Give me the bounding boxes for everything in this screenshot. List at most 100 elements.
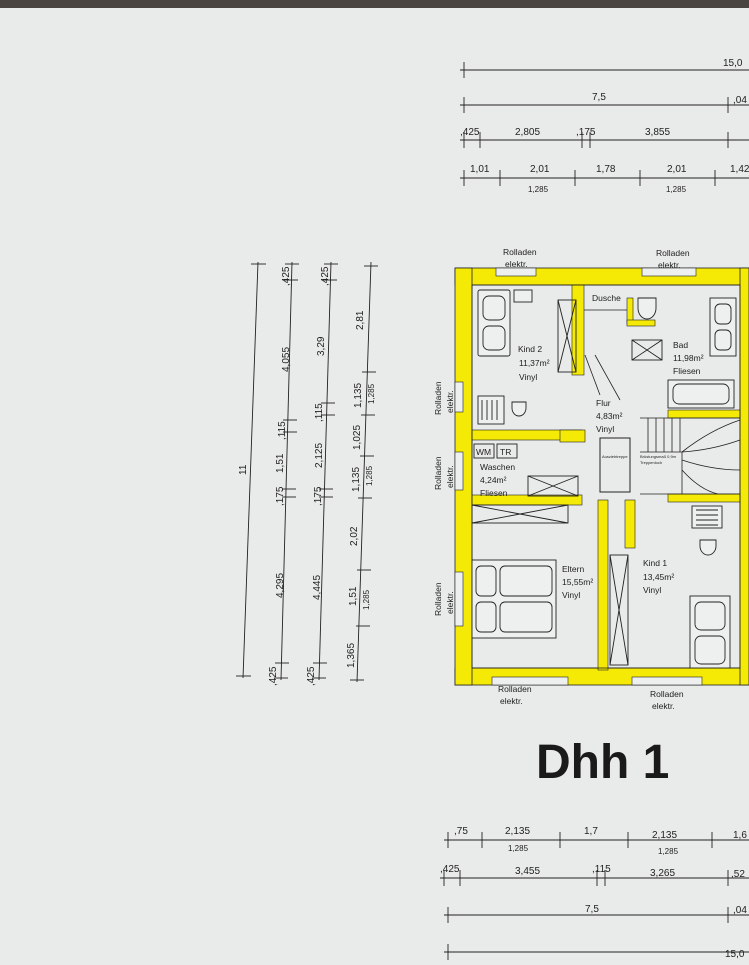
dim-top-r4-2: 2,01 xyxy=(530,164,550,175)
dim-left-c3-5: ,175 xyxy=(313,486,324,506)
dim-left-c2-2: 4,055 xyxy=(281,347,292,372)
stair-note-3: Treppenloch xyxy=(640,460,662,465)
stair-note-2: Brüstungsmaß 0,9m xyxy=(640,454,677,459)
dim-top-r3-1: ,425 xyxy=(460,127,480,138)
dim-top-r3-3: ,175 xyxy=(576,127,596,138)
dim-left-sub-1: 1,285 xyxy=(367,383,376,404)
eltern-furniture xyxy=(471,504,569,639)
dim-left-c4-7: 1,365 xyxy=(346,643,357,668)
left-dimension-chains xyxy=(236,261,378,683)
dim-bot-r2-2: 3,455 xyxy=(515,866,540,877)
room-waschen-name: Waschen xyxy=(480,462,515,472)
dim-left-c3-4: 2,125 xyxy=(314,443,325,468)
dim-left-c4-4: 1,135 xyxy=(351,467,362,492)
shutter-left-1-l1: Rolladen xyxy=(433,381,443,415)
plan-title: Dhh 1 xyxy=(536,736,669,789)
shutter-left-3-l2: elektr. xyxy=(445,591,455,614)
shutter-top-2-l2: elektr. xyxy=(658,260,681,270)
dim-bot-overall: 15,0 xyxy=(725,949,745,960)
dim-bot-r1-5: 1,6 xyxy=(733,830,747,841)
shutter-top-2-l1: Rolladen xyxy=(656,248,690,258)
stair-notes: Ausziehtreppe Brüstungsmaß 0,9m Treppenl… xyxy=(602,454,677,465)
dim-left-c4-2: 1,135 xyxy=(353,383,364,408)
dim-left-c4-6: 1,51 xyxy=(348,586,359,606)
waschen-fixtures xyxy=(473,443,579,497)
dim-left-c3-6: 4,445 xyxy=(312,575,323,600)
dim-left-c3-3: ,115 xyxy=(314,403,325,422)
dim-bot-r1-2: 2,135 xyxy=(505,826,530,837)
label-wm: WM xyxy=(476,447,491,457)
room-kind2-area: 11,37m² xyxy=(519,358,550,368)
dim-top-half: 7,5 xyxy=(592,92,606,103)
bottom-dimension-texts: ,75 2,135 1,7 2,135 1,6 1,285 1,285 ,425… xyxy=(440,826,747,960)
label-tr: TR xyxy=(500,447,511,457)
dim-left-c3-1: ,425 xyxy=(320,266,331,286)
shutter-bot-2-l1: Rolladen xyxy=(650,689,684,699)
dim-left-c2-4: 1,51 xyxy=(275,453,286,473)
dim-bot-sub-2: 1,285 xyxy=(658,847,679,856)
bad-furniture xyxy=(631,297,737,409)
shutter-left-2-l2: elektr. xyxy=(445,465,455,488)
dim-top-r4-3: 1,78 xyxy=(596,164,616,175)
interior-lines xyxy=(471,284,741,669)
top-dimension-texts: 15,0 7,5 ,04 ,425 2,805 ,175 3,855 1,01 … xyxy=(460,58,749,194)
shutter-left-1-l2: elektr. xyxy=(445,390,455,413)
room-bad-name: Bad xyxy=(673,340,688,350)
dim-left-c3-2: 3,29 xyxy=(316,336,327,356)
shutter-bot-1-l2: elektr. xyxy=(500,696,523,706)
room-kind1-name: Kind 1 xyxy=(643,558,667,568)
dim-bot-r1-1: ,75 xyxy=(454,826,468,837)
shutter-left-2-l1: Rolladen xyxy=(433,456,443,490)
dim-left-c3-7: ,425 xyxy=(306,666,317,686)
shutter-labels: Rolladen elektr. Rolladen elektr. Rollad… xyxy=(433,247,690,711)
dim-left-sub-2: 1,285 xyxy=(365,465,374,486)
room-kind2-floor: Vinyl xyxy=(519,372,537,382)
dim-bot-r2-4: 3,265 xyxy=(650,868,675,879)
dim-left-c4-5: 2,02 xyxy=(349,526,360,546)
dim-top-sub-2: 1,285 xyxy=(666,185,687,194)
dim-left-c2-6: 4,295 xyxy=(275,573,286,598)
left-dimension-texts: 11 ,425 4,055 ,115 1,51 ,175 4,295 ,425 … xyxy=(238,266,376,686)
shutter-bot-2-l2: elektr. xyxy=(652,701,675,711)
room-dusche-name: Dusche xyxy=(592,293,621,303)
interior-walls xyxy=(471,284,741,671)
dim-bot-sub-1: 1,285 xyxy=(508,844,529,853)
room-kind1-floor: Vinyl xyxy=(643,585,661,595)
dim-left-c2-3: ,115 xyxy=(277,421,288,440)
staircase xyxy=(599,417,741,495)
dim-top-r4-5: 1,42 xyxy=(730,164,749,175)
dim-bot-gap: ,04 xyxy=(733,905,747,916)
dim-left-c2-7: ,425 xyxy=(268,666,279,686)
dim-top-overall: 15,0 xyxy=(723,58,743,69)
dim-left-c2-5: ,175 xyxy=(275,486,286,506)
room-eltern-floor: Vinyl xyxy=(562,590,580,600)
room-labels: Kind 2 11,37m² Vinyl Dusche Bad 11,98m² … xyxy=(480,293,704,600)
stair-note-1: Ausziehtreppe xyxy=(602,454,628,459)
dim-bot-r2-3: ,115 xyxy=(592,864,611,875)
dim-bot-r2-5: ,52 xyxy=(731,869,745,880)
shutter-left-3-l1: Rolladen xyxy=(433,582,443,616)
room-eltern-name: Eltern xyxy=(562,564,584,574)
room-kind2-name: Kind 2 xyxy=(518,344,542,354)
windows xyxy=(454,267,703,686)
room-kind1-area: 13,45m² xyxy=(643,572,674,582)
floor-plan: Ausziehtreppe Brüstungsmaß 0,9m Treppenl… xyxy=(433,247,749,711)
shutter-top-1-l1: Rolladen xyxy=(503,247,537,257)
room-flur-floor: Vinyl xyxy=(596,424,614,434)
dim-top-r4-4: 2,01 xyxy=(667,164,687,175)
dim-top-gap: ,04 xyxy=(733,95,747,106)
room-flur-name: Flur xyxy=(596,398,611,408)
dim-bot-r2-1: ,425 xyxy=(440,864,460,875)
dim-bot-r1-4: 2,135 xyxy=(652,830,677,841)
dim-left-sub-3: 1,285 xyxy=(362,589,371,610)
room-eltern-area: 15,55m² xyxy=(562,577,593,587)
room-waschen-floor: Fliesen xyxy=(480,488,508,498)
kind1-furniture xyxy=(609,505,731,669)
dim-top-sub-1: 1,285 xyxy=(528,185,549,194)
kind2-furniture xyxy=(477,289,577,425)
room-bad-area: 11,98m² xyxy=(673,353,704,363)
room-bad-floor: Fliesen xyxy=(673,366,701,376)
table-edge xyxy=(0,0,749,8)
